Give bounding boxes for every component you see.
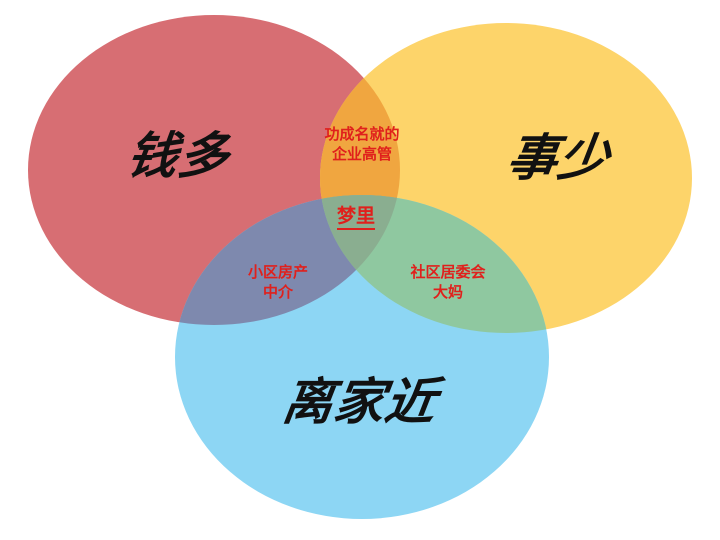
label-overlap-money-work: 功成名就的 企业高管 [312, 124, 412, 164]
label-overlap-work-home-line2: 大妈 [432, 283, 463, 301]
label-overlap-work-home: 社区居委会 大妈 [396, 262, 500, 302]
label-overlap-money-home: 小区房产 中介 [228, 262, 328, 302]
label-overlap-money-home-line2: 中介 [262, 283, 293, 301]
label-overlap-money-home-line1: 小区房产 [247, 263, 308, 281]
label-overlap-work-home-line1: 社区居委会 [410, 263, 486, 281]
label-home: 离家近 [279, 373, 441, 431]
label-overlap-money-work-line2: 企业高管 [331, 145, 392, 163]
overlap-work-home [320, 195, 549, 333]
label-overlap-money-work-line1: 功成名就的 [324, 125, 400, 143]
label-center-dream: 梦里 [337, 205, 376, 230]
label-work: 事少 [503, 129, 614, 187]
label-money: 钱多 [123, 127, 234, 185]
overlap-money-home [175, 195, 400, 325]
